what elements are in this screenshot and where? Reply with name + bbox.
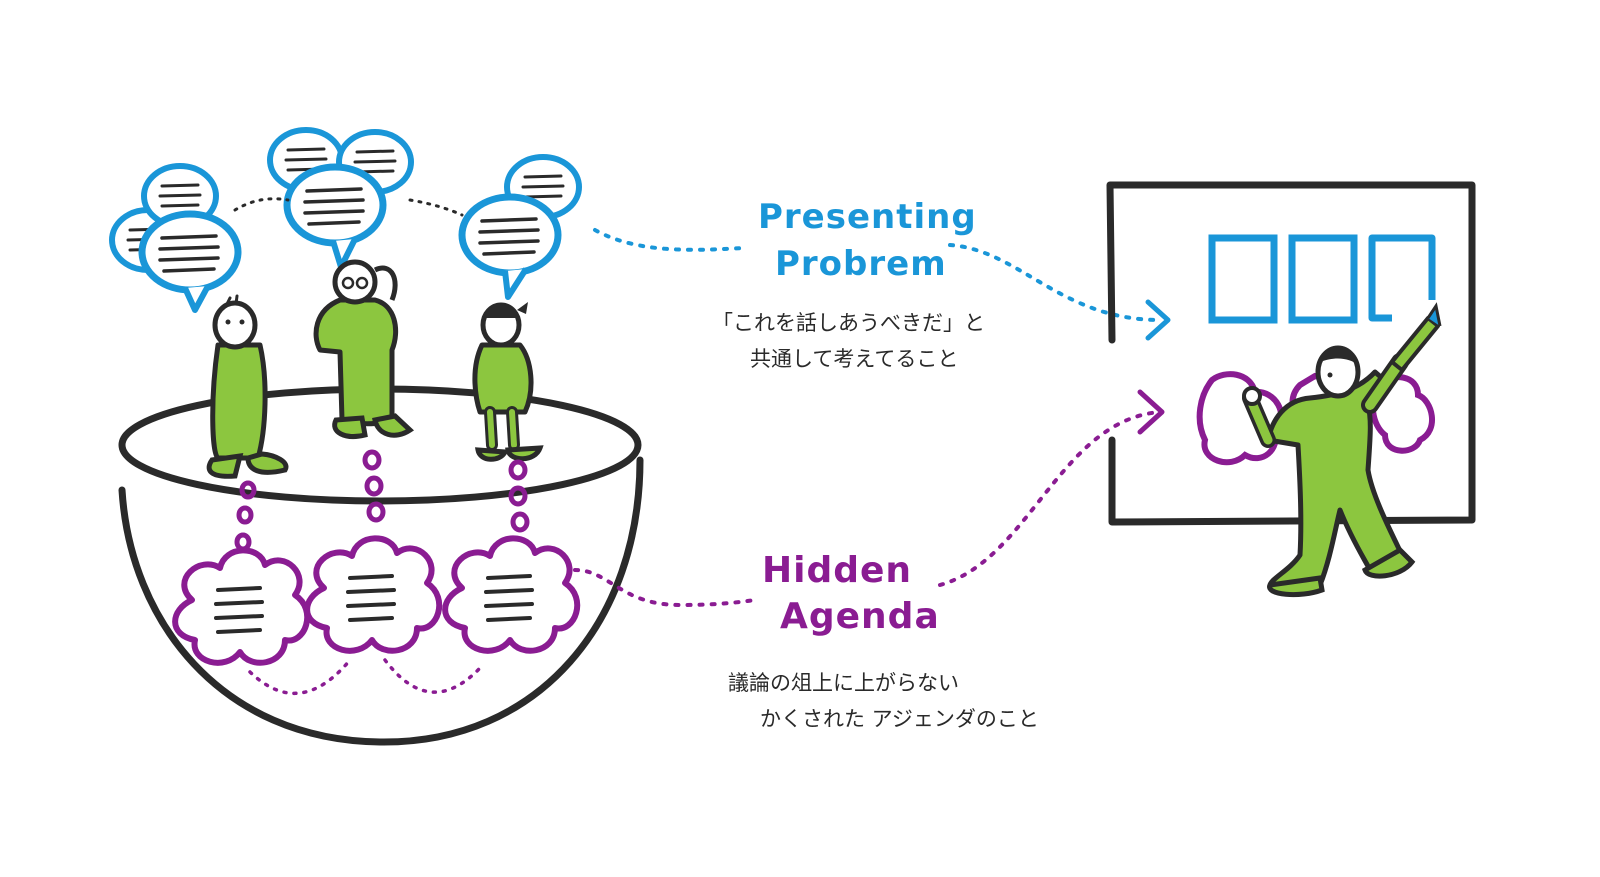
whiteboard [1106, 181, 1476, 597]
board-card-2 [1288, 234, 1358, 324]
presenting-title-line2: Probrem [775, 244, 947, 284]
board-card-1 [1208, 234, 1278, 324]
presenting-note-line2: 共通して考えてること [750, 347, 958, 371]
speech-bubble-connector [233, 197, 290, 212]
bowl-body [118, 456, 644, 746]
board-card-3 [1368, 234, 1436, 322]
speech-bubble-mid [287, 167, 383, 270]
hidden-thoughts-group [175, 449, 577, 695]
person-left [206, 294, 289, 479]
speech-bubble-connector [408, 198, 464, 217]
thought-connector [248, 658, 352, 695]
person-right [472, 302, 544, 462]
hidden-title-line2: Agenda [780, 596, 940, 637]
board-cloud-left [1196, 371, 1284, 466]
board-cloud-right [1369, 374, 1435, 454]
purple-dots [234, 449, 530, 552]
whiteboard-frame [1106, 181, 1476, 526]
speech-bubble-right [462, 197, 558, 300]
hidden-arrow-to-board [938, 410, 1162, 587]
presenting-note-line1: 「これを話しあうべきだ」と [712, 311, 985, 335]
thought-cloud-left [175, 550, 307, 662]
hidden-note-line2: かくされた アジェンダのこと [760, 707, 1039, 731]
hidden-arrowhead [1137, 389, 1165, 435]
thought-cloud-middle [307, 538, 439, 650]
person-middle [313, 259, 415, 439]
presenting-arrowhead [1145, 299, 1171, 341]
hidden-arrow [573, 568, 757, 608]
presenting-arrow [593, 228, 747, 252]
presenting-arrow-to-board [948, 243, 1162, 322]
presenting-label-group: Presenting Probrem 「これを話しあうべきだ」と 共通して考えて… [712, 197, 985, 371]
speech-bubble-left [142, 214, 238, 313]
hidden-title-line1: Hidden [762, 550, 912, 591]
thought-cloud-right [445, 538, 577, 650]
speech-bubbles-group [112, 130, 579, 313]
thought-connector [383, 658, 482, 694]
presenting-title-line1: Presenting [758, 197, 977, 237]
hidden-label-group: Hidden Agenda 議論の俎上に上がらない かくされた アジェンダのこと [728, 550, 1039, 731]
hidden-note-line1: 議論の俎上に上がらない [728, 671, 959, 695]
presenter-figure [1242, 302, 1442, 597]
